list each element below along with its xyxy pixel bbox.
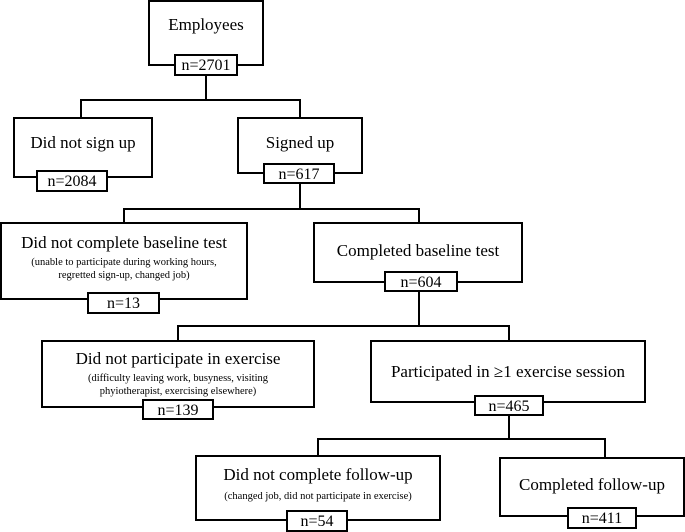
connector: [317, 438, 319, 456]
connector: [123, 208, 125, 223]
not-baseline-box: Did not complete baseline test (unable t…: [0, 222, 248, 300]
not-exercise-box: Did not participate in exercise (difficu…: [41, 340, 315, 408]
not-followup-count: n=54: [286, 510, 348, 532]
connector: [123, 208, 420, 210]
connector: [177, 325, 179, 341]
not-exercise-count: n=139: [142, 399, 214, 420]
not-signed-up-title: Did not sign up: [30, 133, 136, 152]
signed-up-title: Signed up: [265, 133, 335, 152]
baseline-count: n=604: [384, 271, 458, 292]
connector: [604, 438, 606, 458]
not-followup-title: Did not complete follow-up: [223, 465, 413, 484]
baseline-title: Completed baseline test: [336, 241, 500, 260]
not-baseline-note: (unable to participate during working ho…: [31, 257, 217, 281]
connector: [299, 183, 301, 209]
followup-title: Completed follow-up: [519, 475, 665, 494]
connector: [508, 325, 510, 341]
exercise-count: n=465: [474, 395, 544, 416]
not-baseline-count: n=13: [87, 292, 160, 314]
not-exercise-note: (difficulty leaving work, busyness, visi…: [87, 373, 269, 397]
not-signed-up-box: Did not sign up: [13, 117, 153, 178]
not-signed-up-count: n=2084: [36, 170, 108, 192]
not-followup-note: (changed job, did not participate in exe…: [224, 491, 412, 502]
connector: [177, 325, 510, 327]
connector: [205, 76, 207, 100]
connector: [508, 415, 510, 439]
connector: [418, 290, 420, 326]
exercise-box: Participated in ≥1 exercise session: [370, 340, 646, 403]
employees-count: n=2701: [174, 54, 238, 76]
connector: [317, 438, 606, 440]
connector: [418, 208, 420, 223]
not-exercise-title: Did not participate in exercise: [75, 349, 281, 368]
connector: [299, 99, 301, 118]
followup-count: n=411: [567, 507, 637, 529]
connector: [80, 99, 82, 118]
employees-title: Employees: [168, 15, 244, 34]
connector: [80, 99, 301, 101]
signed-up-count: n=617: [263, 163, 335, 184]
exercise-title: Participated in ≥1 exercise session: [390, 362, 626, 381]
not-baseline-title: Did not complete baseline test: [21, 233, 227, 252]
